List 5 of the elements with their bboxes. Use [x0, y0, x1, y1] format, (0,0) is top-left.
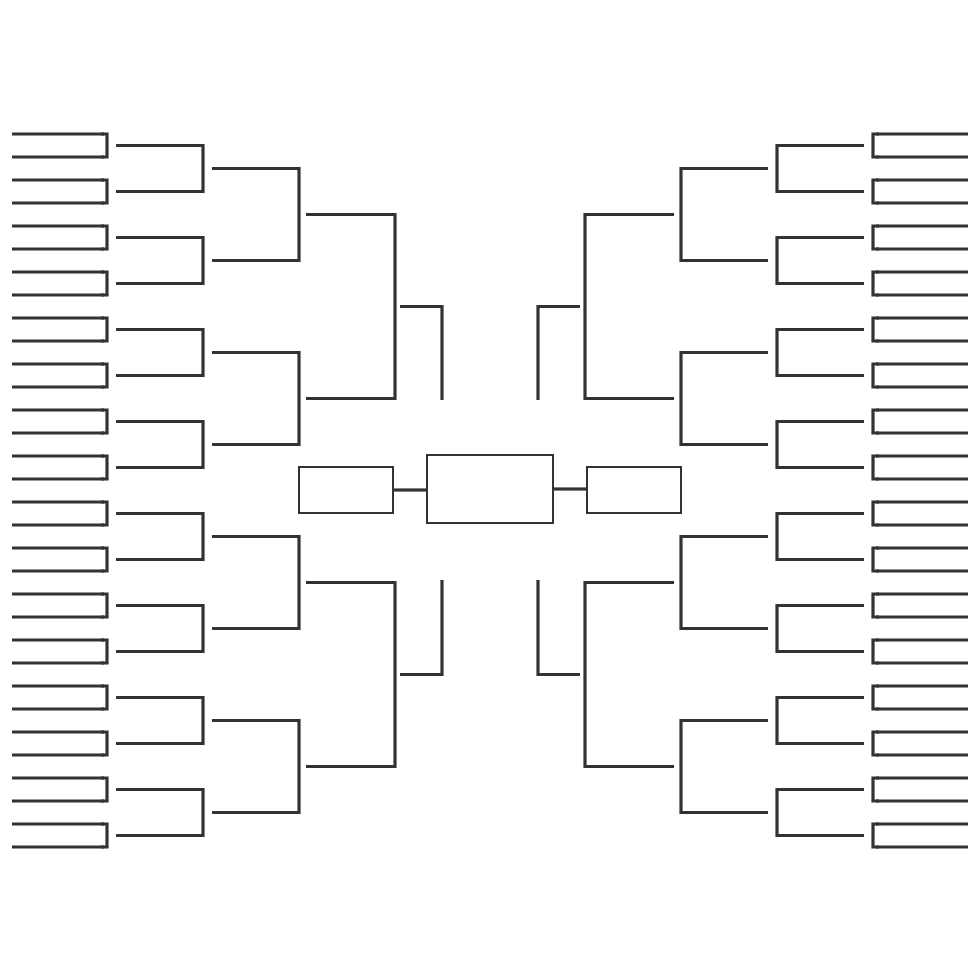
bracket-slot-box: [426, 454, 554, 524]
connector-line: [554, 487, 586, 491]
bracket-slot-box: [298, 466, 394, 514]
connector-line: [394, 488, 426, 492]
bracket-slot-box: [586, 466, 682, 514]
